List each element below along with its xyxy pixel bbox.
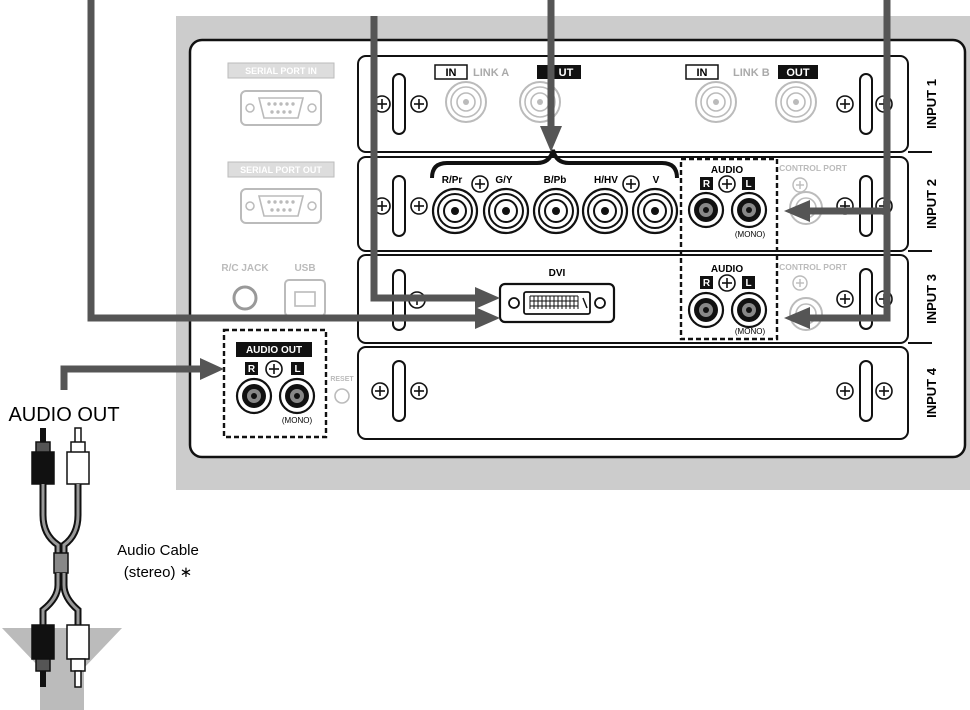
audio-out-l-label: L xyxy=(294,364,300,375)
input-2-audio-label: AUDIO xyxy=(711,165,743,176)
input-3-right-screw-icon xyxy=(836,290,854,308)
serial-port-in-connector xyxy=(240,90,322,126)
input-4-right-bracket xyxy=(859,360,873,422)
audio-inputs-box xyxy=(679,157,779,341)
audio-out-callout: AUDIO OUT xyxy=(8,404,119,426)
audio-out-l-jack xyxy=(278,377,316,415)
input-4-right-screw-icon xyxy=(836,382,854,400)
input-2-audio-l-jack xyxy=(730,191,768,229)
input-3-label: INPUT 3 xyxy=(924,274,939,324)
input-2-control-screw-icon xyxy=(792,177,808,193)
input-1-right-bracket xyxy=(859,73,873,135)
link-b-label: LINK B xyxy=(733,67,770,79)
bnc-h-hv xyxy=(581,187,629,235)
arrow-dvi-lower xyxy=(475,307,500,329)
link-a-in-tag: IN xyxy=(446,67,457,79)
jack-label-h-hv: H/HV xyxy=(594,175,618,186)
jack-label-g-y: G/Y xyxy=(495,175,513,186)
input-2-screw-a-icon xyxy=(471,175,489,193)
input-3-r-label: R xyxy=(703,278,711,289)
jack-label-v: V xyxy=(653,175,660,186)
input-3-audio-screw-icon xyxy=(718,274,736,292)
input-3-audio-l-jack xyxy=(730,291,768,329)
input-1-right-screw-icon xyxy=(836,95,854,113)
bnc-b-pb xyxy=(532,187,580,235)
input-2-screw-b-icon xyxy=(622,175,640,193)
input-1-label: INPUT 1 xyxy=(924,79,939,129)
input-2-right-bracket xyxy=(859,175,873,237)
usb-label: USB xyxy=(294,263,315,274)
serial-port-out-label: SERIAL PORT OUT xyxy=(240,165,322,175)
input-2-r-label: R xyxy=(703,179,711,190)
slot-input-1 xyxy=(357,55,909,153)
input-2-label: INPUT 2 xyxy=(924,179,939,229)
serial-port-out-connector xyxy=(240,188,322,224)
input-3-audio-label: AUDIO xyxy=(711,264,743,275)
input-1-screw-icon xyxy=(410,95,428,113)
input-2-audio-screw-icon xyxy=(718,175,736,193)
connection-line-d xyxy=(810,0,891,322)
input-4-left-bracket xyxy=(392,360,406,422)
audio-out-panel xyxy=(222,328,328,439)
connection-line-a xyxy=(87,0,475,322)
arrow-input-3-audio xyxy=(784,307,810,329)
link-a-label: LINK A xyxy=(473,67,509,79)
rc-jack-port xyxy=(232,285,258,311)
input-3-control-port-label: CONTROL PORT xyxy=(779,262,848,272)
connection-line-b xyxy=(370,16,475,302)
arrow-audio-out xyxy=(200,358,224,380)
input-3-mono-label: (MONO) xyxy=(735,327,766,336)
bnc-g-y xyxy=(482,187,530,235)
input-2-control-port-label: CONTROL PORT xyxy=(779,163,848,173)
input-4-left-screw-icon xyxy=(371,382,389,400)
link-b-out-tag: OUT xyxy=(786,67,810,79)
bnc-r-pr xyxy=(431,187,479,235)
input-4-screw-icon xyxy=(410,382,428,400)
slot-input-4 xyxy=(357,346,909,440)
dvi-label: DVI xyxy=(549,268,566,279)
jack-label-r-pr: R/Pr xyxy=(442,175,463,186)
bnc-group-brace xyxy=(430,149,679,179)
connection-line-audio-out xyxy=(60,365,200,390)
link-b-in-tag: IN xyxy=(697,67,708,79)
input-3-control-screw-icon xyxy=(792,275,808,291)
down-arrow-icon xyxy=(2,628,122,710)
input-3-l-label: L xyxy=(745,278,751,289)
audio-out-screw-icon xyxy=(265,360,283,378)
input-2-mono-label: (MONO) xyxy=(735,230,766,239)
bnc-v xyxy=(631,187,679,235)
input-2-audio-r-jack xyxy=(687,191,725,229)
input-2-screw-icon xyxy=(410,197,428,215)
arrow-input-2-audio xyxy=(784,200,810,222)
jack-label-b-pb: B/Pb xyxy=(544,175,567,186)
input-1-left-bracket xyxy=(392,73,406,135)
bottom-plugs xyxy=(31,624,90,688)
audio-out-mono-label: (MONO) xyxy=(282,416,313,425)
arrow-bnc-brace xyxy=(540,126,562,152)
slot-input-3 xyxy=(357,254,909,344)
input-2-l-label: L xyxy=(745,179,751,190)
audio-out-r-label: R xyxy=(248,364,256,375)
input-2-left-bracket xyxy=(392,175,406,237)
cable-caption-line2: (stereo) ∗ xyxy=(124,564,192,581)
reset-button xyxy=(334,388,350,404)
cable-caption-line1: Audio Cable xyxy=(117,542,199,559)
link-b-in-bnc xyxy=(695,81,737,123)
arrow-dvi-upper xyxy=(475,287,500,309)
audio-out-panel-title: AUDIO OUT xyxy=(246,345,302,356)
rc-jack-label: R/C JACK xyxy=(221,263,269,274)
link-a-in-bnc xyxy=(445,81,487,123)
link-a-out-tag: UT xyxy=(559,67,574,79)
input-4-far-screw-icon xyxy=(875,382,893,400)
link-b-out-bnc xyxy=(775,81,817,123)
audio-cable xyxy=(31,427,90,625)
audio-out-r-jack xyxy=(235,377,273,415)
input-3-audio-r-jack xyxy=(687,291,725,329)
input-4-label: INPUT 4 xyxy=(924,367,939,418)
reset-label: RESET xyxy=(330,376,354,383)
serial-port-in-label: SERIAL PORT IN xyxy=(245,66,317,76)
